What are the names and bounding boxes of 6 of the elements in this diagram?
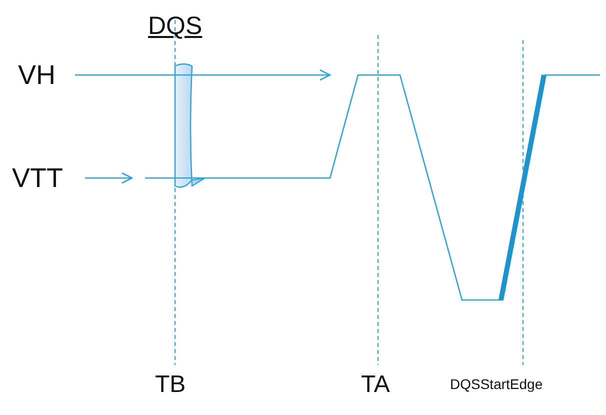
time-label: TA — [361, 373, 390, 397]
time-label: TB — [155, 373, 186, 397]
level-label: VTT — [12, 165, 63, 192]
level-label: VH — [18, 62, 56, 89]
time-label: DQSStartEdge — [450, 377, 543, 391]
signal-name: DQS — [148, 14, 202, 39]
